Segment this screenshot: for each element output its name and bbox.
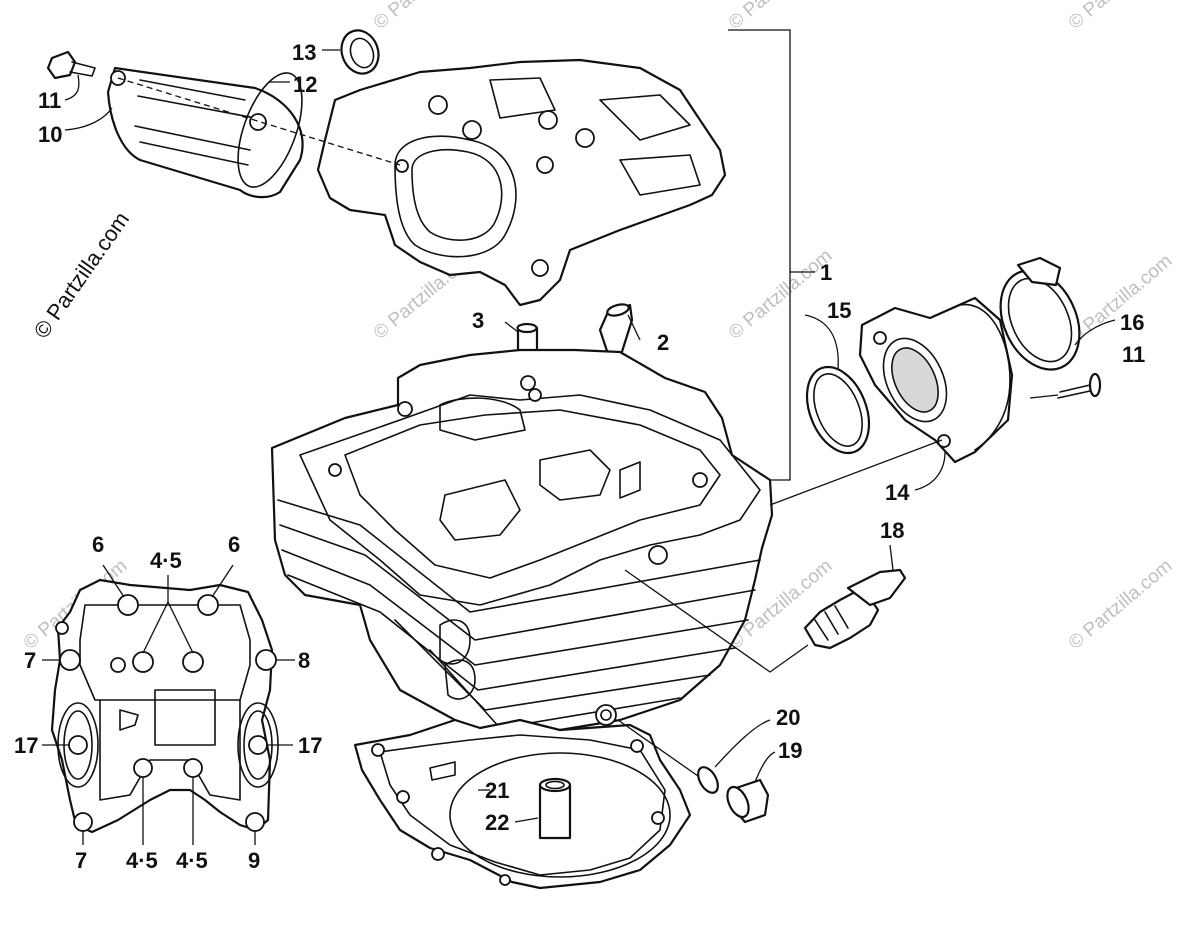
callout-6-right: 6 — [228, 532, 240, 557]
watermark: © Partzilla.com — [725, 0, 837, 34]
callout-15: 15 — [827, 298, 851, 323]
callout-17-left: 17 — [14, 733, 38, 758]
leader-16 — [1074, 319, 1116, 346]
gasket-dowel — [538, 777, 572, 840]
watermark: © Partzilla.com — [370, 0, 482, 34]
callout-14: 14 — [885, 480, 910, 505]
bolt-top-left — [46, 50, 96, 80]
bolt-hole — [536, 156, 554, 174]
watermark: © Partzilla.com — [1065, 555, 1177, 653]
callout-13: 13 — [292, 40, 316, 65]
leader-20 — [617, 719, 699, 777]
callout-4-5-top: 4·5 — [150, 548, 182, 573]
callout-3: 3 — [472, 308, 484, 333]
leader-22 — [514, 817, 539, 823]
callout-16: 16 — [1120, 310, 1144, 335]
callout-4-5-bottom-left: 4·5 — [126, 848, 158, 873]
callout-22: 22 — [485, 810, 509, 835]
boot-screw — [1057, 372, 1102, 399]
oil-gallery-hole — [595, 704, 617, 726]
bolt-hole — [538, 110, 558, 130]
callout-1: 1 — [820, 260, 832, 285]
callout-labels: 1 2 3 6 6 4·5 4·5 4·5 7 7 8 9 10 11 11 1… — [14, 40, 1145, 873]
watermark-main: © Partzilla.com — [29, 207, 135, 343]
callout-8: 8 — [298, 648, 310, 673]
leader-2 — [627, 314, 641, 341]
callout-4-5-bottom-right: 4·5 — [176, 848, 208, 873]
bolt-hole — [462, 120, 482, 140]
callout-7-top: 7 — [24, 648, 36, 673]
spark-plug — [624, 544, 907, 673]
callout-6-left: 6 — [92, 532, 104, 557]
leader-14 — [769, 439, 943, 506]
callout-17-right: 17 — [298, 733, 322, 758]
callout-21: 21 — [485, 778, 509, 803]
bolt-hole — [428, 95, 448, 115]
leader-14-callout — [914, 451, 946, 491]
drain-plug — [726, 778, 770, 824]
callout-20: 20 — [776, 705, 800, 730]
leader-20-callout — [714, 719, 771, 768]
intake-boot — [858, 296, 1014, 464]
bolt-hole — [531, 259, 549, 277]
leader-1 — [728, 29, 791, 481]
callout-12: 12 — [293, 72, 317, 97]
leader-19-callout — [754, 751, 776, 783]
leader-3 — [504, 321, 519, 333]
callout-7-bottom: 7 — [75, 848, 87, 873]
callout-18: 18 — [880, 518, 904, 543]
drain-washer — [697, 766, 719, 794]
cylinder-head-underside-view — [42, 564, 295, 845]
leader-15 — [804, 314, 839, 371]
watermark: © Partzilla.com — [1065, 0, 1177, 34]
callout-11-right: 11 — [1122, 342, 1145, 367]
bolt-hole — [575, 128, 595, 148]
callout-11-left: 11 — [38, 88, 61, 113]
intake-clamp — [999, 256, 1081, 371]
cylinder-head-cover — [316, 58, 727, 307]
callout-9: 9 — [248, 848, 260, 873]
leader-11-right — [1029, 394, 1059, 399]
leader-11-left — [64, 74, 80, 101]
callout-19: 19 — [778, 738, 802, 763]
cylinder-head — [270, 348, 774, 737]
intake-o-ring — [805, 365, 871, 455]
callout-2: 2 — [657, 330, 669, 355]
head-gasket — [353, 718, 692, 890]
side-cover — [106, 66, 401, 199]
o-ring-13 — [340, 29, 380, 75]
callout-10: 10 — [38, 122, 62, 147]
bolt-hole — [395, 159, 409, 173]
leader-10 — [64, 107, 113, 131]
